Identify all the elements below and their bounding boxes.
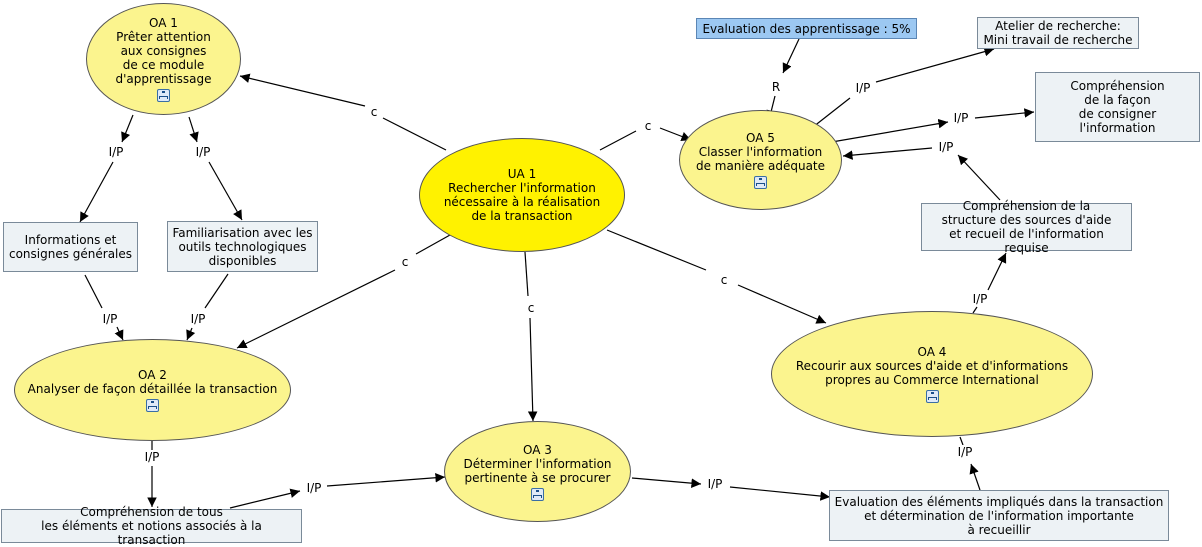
connector-line [186, 327, 196, 341]
connector-line [79, 161, 114, 223]
concept-oa3[interactable]: OA 3 Déterminer l'information pertinente… [444, 421, 631, 522]
connector-line [974, 108, 1035, 119]
connector-line [825, 118, 949, 144]
link-label: I/P [100, 312, 120, 326]
connector-line [842, 147, 933, 160]
link-label: I/P [304, 481, 324, 495]
concept-oa1-text: OA 1 Prêter attention aux consignes de c… [115, 16, 212, 86]
connector-line [382, 117, 447, 151]
comprehension-facon-box[interactable]: Compréhension de la façon de consigner l… [1035, 72, 1200, 142]
connector-line [208, 161, 243, 221]
connector-line [987, 252, 1007, 291]
link-label: I/P [705, 477, 725, 491]
link-label: R [769, 80, 783, 94]
link-label: I/P [853, 81, 873, 95]
connector-line [812, 97, 851, 128]
connector-line [239, 73, 366, 107]
comprehension-tous-box[interactable]: Compréhension de tous les éléments et no… [1, 505, 302, 547]
evaluation-elements-box[interactable]: Evaluation des éléments impliqués dans l… [829, 490, 1169, 541]
concept-map-icon[interactable] [925, 390, 939, 403]
atelier-box[interactable]: Atelier de recherche: Mini travail de re… [977, 17, 1139, 49]
connector-line [972, 306, 978, 314]
connector-line [599, 130, 637, 151]
connector-line [524, 251, 529, 297]
concept-oa4[interactable]: OA 4 Recourir aux sources d'aide et d'in… [771, 311, 1093, 437]
concept-oa1[interactable]: OA 1 Prêter attention aux consignes de c… [86, 3, 241, 115]
connector-line [959, 436, 964, 446]
concept-ua1-text: UA 1 Rechercher l'information nécessaire… [443, 167, 601, 223]
link-label: c [718, 273, 730, 287]
evaluation-5-box[interactable]: Evaluation des apprentissage : 5% [696, 18, 917, 39]
comprehension-tous-text: Compréhension de tous les éléments et no… [41, 505, 262, 547]
connector-line [875, 46, 995, 83]
connector-line [969, 463, 981, 491]
connector-line [229, 488, 301, 509]
link-label: c [525, 301, 537, 315]
concept-map-icon[interactable] [146, 399, 159, 412]
familiarisation-box[interactable]: Familiarisation avec les outils technolo… [167, 221, 318, 272]
concept-oa3-text: OA 3 Déterminer l'information pertinente… [463, 442, 612, 485]
concept-oa4-text: OA 4 Recourir aux sources d'aide et d'in… [795, 345, 1069, 387]
connector-line [236, 269, 396, 349]
link-label: c [399, 255, 411, 269]
connector-line [737, 284, 827, 324]
link-label: I/P [970, 292, 990, 306]
concept-oa5-text: OA 5 Classer l'information de manière ad… [695, 131, 826, 173]
link-label: I/P [106, 145, 126, 159]
concept-map-icon[interactable] [157, 89, 170, 102]
connector-line [782, 38, 800, 74]
link-label: c [642, 119, 654, 133]
concept-ua1[interactable]: UA 1 Rechercher l'information nécessaire… [419, 138, 625, 252]
link-label: I/P [193, 145, 213, 159]
connector-line [729, 486, 831, 501]
link-label: I/P [188, 312, 208, 326]
concept-oa2[interactable]: OA 2 Analyser de façon détaillée la tran… [14, 339, 291, 441]
link-label: c [368, 105, 380, 119]
comprehension-structure-box[interactable]: Compréhension de la structure des source… [921, 199, 1132, 255]
comprehension-facon-text: Compréhension de la façon de consigner l… [1070, 79, 1165, 135]
familiarisation-text: Familiarisation avec les outils technolo… [172, 225, 313, 268]
link-label: I/P [142, 450, 162, 464]
evaluation-5-text: Evaluation des apprentissage : 5% [702, 21, 911, 36]
connector-line [84, 274, 103, 309]
link-label: I/P [936, 140, 956, 154]
connector-line [326, 472, 446, 487]
comprehension-structure-text: Compréhension de la structure des source… [941, 199, 1112, 255]
connector-line [957, 154, 1001, 201]
informations-box[interactable]: Informations et consignes générales [3, 222, 138, 272]
connector-line [527, 317, 538, 422]
link-label: I/P [955, 445, 975, 459]
link-label: I/P [951, 111, 971, 125]
connector-line [121, 114, 134, 143]
connector-line [631, 477, 702, 488]
informations-text: Informations et consignes générales [8, 233, 133, 261]
connector-line [606, 229, 707, 271]
evaluation-elements-text: Evaluation des éléments impliqués dans l… [834, 494, 1164, 537]
connector-line [114, 326, 124, 341]
concept-oa5[interactable]: OA 5 Classer l'information de manière ad… [679, 110, 842, 210]
connector-line [204, 273, 229, 309]
concept-map-icon[interactable] [754, 176, 767, 189]
connector-line [188, 116, 199, 143]
concept-oa2-text: OA 2 Analyser de façon détaillée la tran… [27, 368, 278, 396]
connector-line [415, 234, 451, 255]
atelier-text: Atelier de recherche: Mini travail de re… [983, 19, 1133, 47]
concept-map-icon[interactable] [531, 487, 544, 501]
